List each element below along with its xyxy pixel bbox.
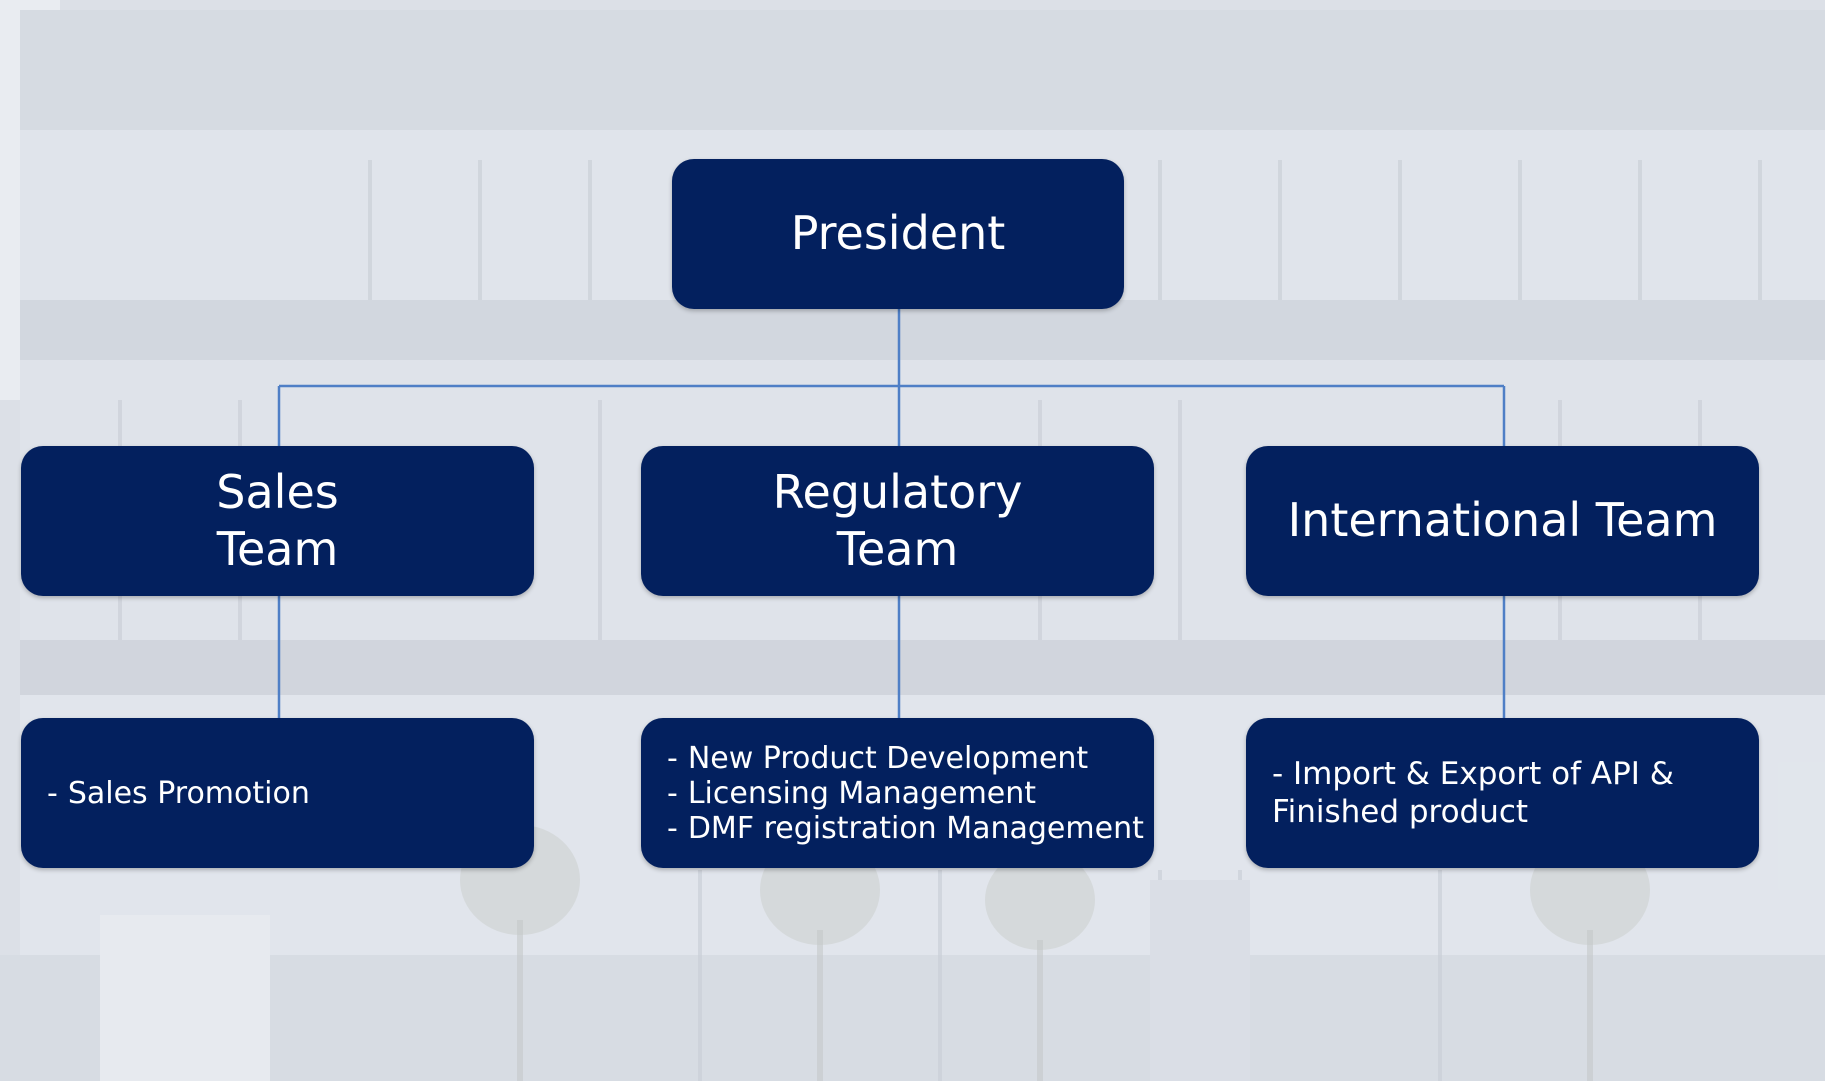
president-label: President bbox=[790, 206, 1006, 261]
regulatory-duties-node: -New Product Development -Licensing Mana… bbox=[641, 718, 1154, 868]
president-node: President bbox=[672, 159, 1124, 309]
regulatory-duties-list: -New Product Development -Licensing Mana… bbox=[667, 741, 1144, 846]
duty-item: -Sales Promotion bbox=[47, 775, 310, 811]
regulatory-team-label: Regulatory Team bbox=[772, 464, 1023, 577]
sales-team-label: Sales Team bbox=[216, 464, 339, 577]
duty-text: DMF registration Management bbox=[687, 810, 1144, 846]
sales-duties-list: -Sales Promotion bbox=[47, 776, 310, 811]
duty-text: Licensing Management bbox=[687, 775, 1037, 811]
regulatory-team-node: Regulatory Team bbox=[641, 446, 1154, 596]
duty-item: -New Product Development bbox=[667, 740, 1089, 776]
duty-item: -Licensing Management bbox=[667, 775, 1037, 811]
duty-text: Sales Promotion bbox=[67, 775, 310, 811]
duty-text: New Product Development bbox=[687, 740, 1089, 776]
sales-team-node: Sales Team bbox=[21, 446, 534, 596]
international-duties-node: - Import & Export of API & Finished prod… bbox=[1246, 718, 1759, 868]
sales-duties-node: -Sales Promotion bbox=[21, 718, 534, 868]
international-duties-text: - Import & Export of API & Finished prod… bbox=[1272, 756, 1674, 830]
international-team-label: International Team bbox=[1287, 493, 1718, 548]
duty-item: -DMF registration Management bbox=[667, 810, 1144, 846]
international-team-node: International Team bbox=[1246, 446, 1759, 596]
